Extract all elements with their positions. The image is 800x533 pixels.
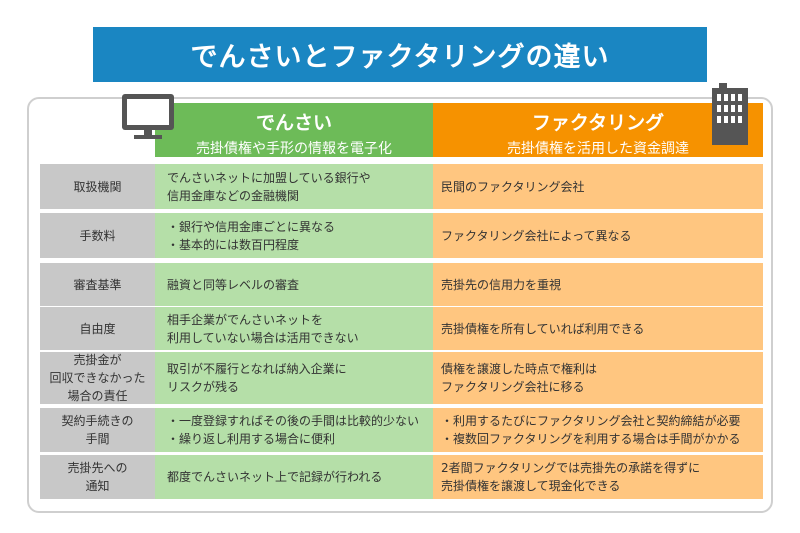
densai-cell: 都度でんさいネット上で記録が行われる [155,455,433,499]
row-label: 売掛金が 回収できなかった 場合の責任 [40,352,155,404]
factoring-cell: ・利用するたびにファクタリング会社と契約締結が必要 ・複数回ファクタリングを利用… [433,408,763,452]
factoring-cell: 2者間ファクタリングでは売掛先の承諾を得ずに 売掛債権を譲渡して現金化できる [433,455,763,499]
row-label: 審査基準 [40,263,155,306]
densai-cell: 相手企業がでんさいネットを 利用していない場合は活用できない [155,307,433,350]
page-title: でんさいとファクタリングの違い [93,27,707,82]
table-row: 自由度相手企業がでんさいネットを 利用していない場合は活用できない売掛債権を所有… [40,307,763,350]
factoring-cell: 民間のファクタリング会社 [433,164,763,209]
table-row: 手数料・銀行や信用金庫ごとに異なる ・基本的には数百円程度ファクタリング会社によ… [40,213,763,258]
factoring-cell: 売掛先の信用力を重視 [433,263,763,306]
header-factoring-title: ファクタリング [531,112,665,134]
factoring-cell: 債権を譲渡した時点で権利は ファクタリング会社に移る [433,352,763,404]
densai-cell: でんさいネットに加盟している銀行や 信用金庫などの金融機関 [155,164,433,209]
building-icon [712,83,748,145]
row-label: 取扱機関 [40,164,155,209]
header-densai-subtitle: 売掛債権や手形の情報を電子化 [196,141,392,157]
densai-cell: ・銀行や信用金庫ごとに異なる ・基本的には数百円程度 [155,213,433,258]
table-row: 売掛金が 回収できなかった 場合の責任取引が不履行となれば納入企業に リスクが残… [40,352,763,404]
table-row: 取扱機関でんさいネットに加盟している銀行や 信用金庫などの金融機関民間のファクタ… [40,164,763,209]
row-label: 売掛先への 通知 [40,455,155,499]
table-row: 契約手続きの 手間・一度登録すればその後の手間は比較的少ない ・繰り返し利用する… [40,408,763,452]
row-label: 契約手続きの 手間 [40,408,155,452]
row-label: 自由度 [40,307,155,350]
header-factoring: ファクタリング 売掛債権を活用した資金調達 [433,103,763,157]
row-label: 手数料 [40,213,155,258]
densai-cell: 融資と同等レベルの審査 [155,263,433,306]
factoring-cell: 売掛債権を所有していれば利用できる [433,307,763,350]
densai-cell: ・一度登録すればその後の手間は比較的少ない ・繰り返し利用する場合に便利 [155,408,433,452]
monitor-icon [122,94,174,139]
header-densai-title: でんさい [255,112,332,134]
factoring-cell: ファクタリング会社によって異なる [433,213,763,258]
table-row: 審査基準融資と同等レベルの審査売掛先の信用力を重視 [40,263,763,306]
densai-cell: 取引が不履行となれば納入企業に リスクが残る [155,352,433,404]
header-densai: でんさい 売掛債権や手形の情報を電子化 [155,103,433,157]
header-factoring-subtitle: 売掛債権を活用した資金調達 [507,141,689,157]
